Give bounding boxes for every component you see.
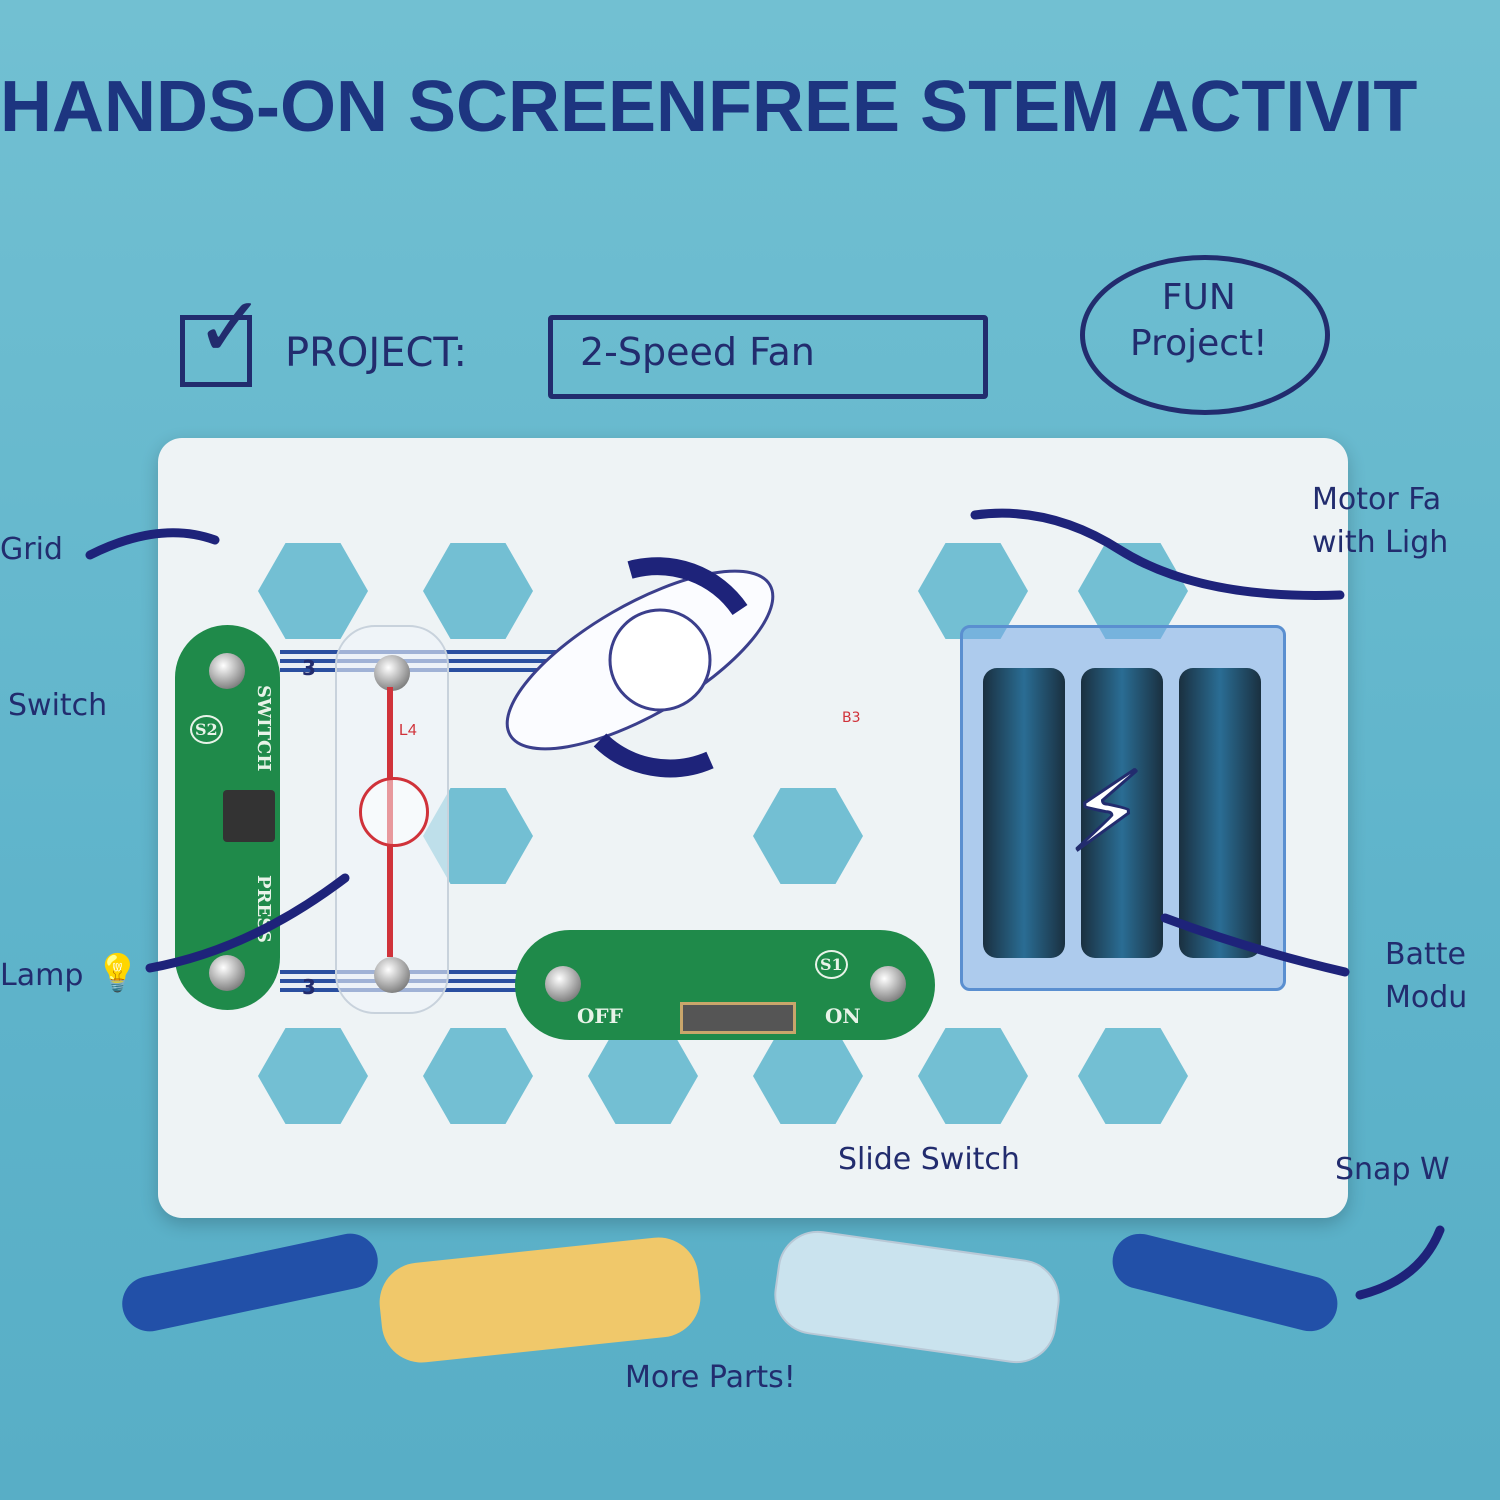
arrow-icon — [970, 508, 1345, 600]
arrow-icon — [1355, 1225, 1445, 1300]
push-button[interactable] — [223, 790, 275, 842]
snap-connector — [374, 655, 410, 691]
battery-id: B3 — [842, 710, 861, 726]
headline: HANDS-ON SCREENFREE STEM ACTIVIT — [0, 67, 1418, 147]
annotation-grid: Grid — [0, 532, 63, 567]
switch-label: SWITCH — [253, 685, 274, 772]
wire-number: 3 — [302, 656, 316, 680]
switch-id: S1 — [815, 950, 848, 979]
checkmark-icon: ✓ — [195, 278, 266, 376]
annotation-slide-switch: Slide Switch — [838, 1142, 1020, 1177]
annotation-battery-1: Batte — [1385, 937, 1466, 972]
arrow-icon — [85, 528, 220, 560]
lightbulb-icon — [359, 777, 429, 847]
bubble-line-1: FUN — [1161, 277, 1236, 318]
motor-fan — [480, 520, 800, 800]
arrow-icon — [145, 873, 350, 973]
aa-battery — [983, 668, 1065, 958]
battery-module: ⚡ — [960, 625, 1286, 991]
rotation-arrows-icon — [627, 557, 748, 616]
grid-hole — [258, 543, 368, 639]
annotation-more-parts: More Parts! — [625, 1360, 796, 1395]
snap-connector — [209, 955, 245, 991]
grid-hole — [1078, 1028, 1188, 1124]
on-label: ON — [825, 1004, 861, 1028]
lamp-id: L4 — [399, 722, 417, 739]
press-switch-module[interactable]: S2 SWITCH PRESS — [175, 625, 280, 1010]
lightning-icon: ⚡ — [1066, 747, 1146, 878]
annotation-motor-1: Motor Fa — [1312, 482, 1442, 517]
snap-connector — [374, 957, 410, 993]
arrow-icon — [1160, 913, 1350, 977]
annotation-motor-2: with Ligh — [1312, 525, 1449, 560]
switch-id: S2 — [190, 715, 223, 744]
annotation-snap-wire: Snap W — [1335, 1152, 1450, 1187]
snap-connector — [870, 966, 906, 1002]
project-name-box — [548, 315, 988, 399]
project-checkbox — [180, 315, 252, 387]
snap-connector — [209, 653, 245, 689]
aa-battery — [1081, 668, 1163, 958]
lamp-module: L4 — [335, 625, 449, 1014]
annotation-battery-2: Modu — [1385, 980, 1468, 1015]
lightbulb-icon: 💡 — [95, 952, 140, 993]
annotation-switch: Switch — [8, 688, 108, 723]
project-name: 2-Speed Fan — [580, 330, 815, 374]
annotation-lamp: Lamp — [0, 958, 84, 993]
snap-connector — [545, 966, 581, 1002]
off-label: OFF — [577, 1004, 623, 1028]
bubble-line-2: Project! — [1130, 323, 1268, 364]
slide-switch-module[interactable]: OFF ON S1 — [515, 930, 935, 1040]
project-label: PROJECT: — [285, 330, 467, 376]
aa-battery — [1179, 668, 1261, 958]
speech-bubble-icon — [1080, 255, 1330, 415]
slide-toggle[interactable] — [680, 1002, 796, 1034]
bubble-text: FUN Project! — [1130, 275, 1268, 367]
grid-hole — [258, 1028, 368, 1124]
wire-number: 3 — [302, 975, 316, 999]
